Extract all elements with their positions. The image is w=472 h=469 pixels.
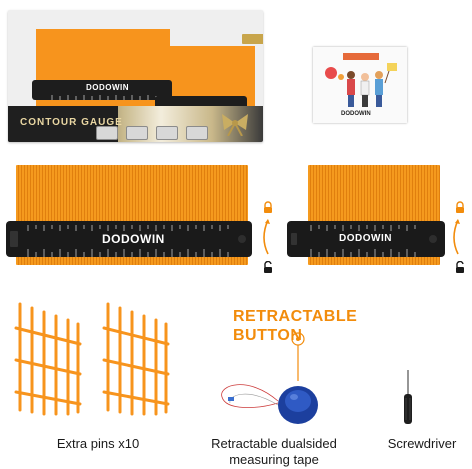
retractable-label-line2: BUTTON <box>233 327 303 344</box>
contour-gauge-large-ruler: DODOWIN <box>6 221 252 257</box>
gauge-small-brand: DODOWIN <box>339 233 392 244</box>
package-ruler-brand: DODOWIN <box>86 83 130 92</box>
contour-gauge-small-ruler: DODOWIN <box>287 221 445 257</box>
retractable-button-label: RETRACTABLE BUTTON <box>233 307 357 345</box>
gauge-large-brand: DODOWIN <box>102 232 165 246</box>
screwdriver <box>404 370 412 424</box>
package-title: CONTOUR GAUGE <box>20 117 123 128</box>
package-feature-icon <box>126 126 148 140</box>
unlock-icon <box>456 261 464 273</box>
manual-banner <box>343 53 379 60</box>
manual-illustration <box>325 63 397 107</box>
package-feature-icon <box>186 126 208 140</box>
package-badge <box>242 34 263 44</box>
screwdriver-caption: Screwdriver <box>387 436 457 451</box>
package-feature-icon <box>96 126 118 140</box>
manual-brand: DODOWIN <box>341 111 371 117</box>
measuring-tape <box>221 332 318 424</box>
lock-icon <box>264 201 272 213</box>
tape-caption: Retractable dualsided measuring tape <box>196 436 352 468</box>
pins-caption: Extra pins x10 <box>56 436 140 451</box>
package-ruler-large: DODOWIN <box>32 80 172 100</box>
instruction-manual: DODOWIN <box>313 47 407 123</box>
package-feature-icon <box>156 126 178 140</box>
package-box: DODOWIN CONTOUR GAUGE <box>8 10 263 142</box>
curved-arrow-icon <box>263 219 270 255</box>
lock-icon <box>456 201 464 213</box>
tape-caption-line2: measuring tape <box>229 452 319 467</box>
retractable-label-line1: RETRACTABLE <box>233 308 358 325</box>
extra-pins-set-left <box>14 302 82 416</box>
unlock-icon <box>264 261 272 273</box>
bow-icon <box>222 114 248 136</box>
extra-pins-set-right <box>102 302 170 416</box>
tape-caption-line1: Retractable dualsided <box>211 436 337 451</box>
curved-arrow-icon <box>453 219 460 255</box>
